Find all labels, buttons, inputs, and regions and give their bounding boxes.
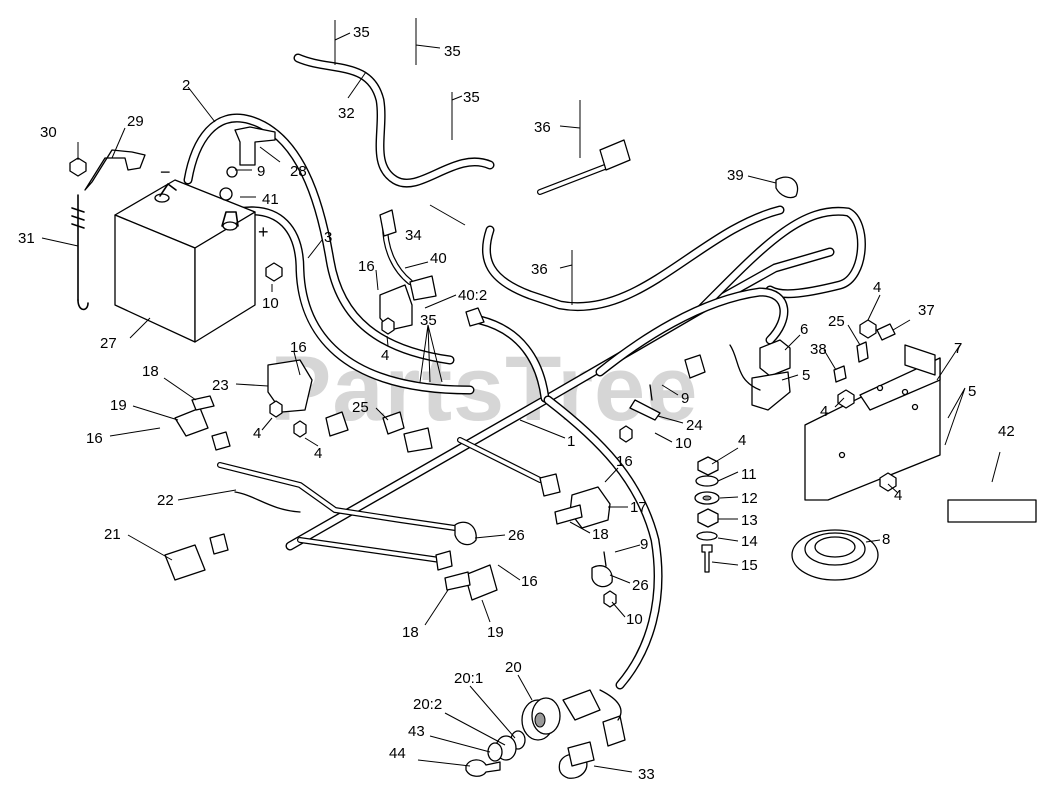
callout-label: 30 xyxy=(40,124,57,141)
callout-label: 32 xyxy=(338,105,355,122)
callout-label: 35 xyxy=(353,24,370,41)
callout-label: 37 xyxy=(918,302,935,319)
switch-parts xyxy=(164,126,706,608)
callout-label: 2 xyxy=(182,77,190,94)
callout-label: 22 xyxy=(157,492,174,509)
callout-label: 4 xyxy=(894,487,902,504)
callout-labels: 35 35 35 32 2 36 30 29 28 9 39 41 34 31 … xyxy=(18,24,1015,783)
callout-label: 9 xyxy=(257,163,265,180)
callout-label: 40:2 xyxy=(458,287,487,304)
callout-label: 24 xyxy=(686,417,703,434)
callout-label: 43 xyxy=(408,723,425,740)
callout-label: 33 xyxy=(638,766,655,783)
callout-label: 10 xyxy=(675,435,692,452)
callout-label: 10 xyxy=(626,611,643,628)
callout-label: 38 xyxy=(810,341,827,358)
callout-label: 41 xyxy=(262,191,279,208)
callout-label: 4 xyxy=(381,347,389,364)
callout-label: 16 xyxy=(521,573,538,590)
callout-label: 26 xyxy=(508,527,525,544)
callout-label: 7 xyxy=(954,340,962,357)
upper-harness xyxy=(293,53,785,312)
callout-label: 4 xyxy=(873,279,881,296)
callout-label: 36 xyxy=(531,261,548,278)
callout-label: 9 xyxy=(640,536,648,553)
callout-label: 18 xyxy=(592,526,609,543)
callout-label: 25 xyxy=(352,399,369,416)
callout-label: 4 xyxy=(738,432,746,449)
callout-label: 9 xyxy=(681,390,689,407)
callout-label: 19 xyxy=(487,624,504,641)
callout-label: 5 xyxy=(968,383,976,400)
hardware-stack xyxy=(694,456,720,573)
callout-label: 21 xyxy=(104,526,121,543)
callout-label: 35 xyxy=(463,89,480,106)
callout-label: 28 xyxy=(290,163,307,180)
callout-label: 26 xyxy=(632,577,649,594)
callout-label: 3 xyxy=(324,229,332,246)
callout-label: 17 xyxy=(630,499,647,516)
callout-label: 13 xyxy=(741,512,758,529)
callout-label: 11 xyxy=(741,466,757,483)
callout-label: 36 xyxy=(534,119,551,136)
battery-cables xyxy=(183,113,475,395)
callout-label: 40 xyxy=(430,250,447,267)
callout-label: 16 xyxy=(358,258,375,275)
callout-label: 20:1 xyxy=(454,670,483,687)
callout-label: 1 xyxy=(567,433,575,450)
callout-label: 27 xyxy=(100,335,117,352)
callout-label: 19 xyxy=(110,397,127,414)
callout-label: 35 xyxy=(444,43,461,60)
callout-label: 8 xyxy=(882,531,890,548)
callout-label: 4 xyxy=(253,425,261,442)
negative-terminal-symbol: − xyxy=(160,162,171,182)
callout-label: 31 xyxy=(18,230,35,247)
callout-label: 35 xyxy=(420,312,437,329)
decal xyxy=(947,499,1037,523)
battery xyxy=(114,179,256,343)
callout-label: 16 xyxy=(290,339,307,356)
relay xyxy=(729,339,791,411)
cap-connector xyxy=(775,176,799,199)
callout-label: 29 xyxy=(127,113,144,130)
callout-label: 20 xyxy=(505,659,522,676)
grommet xyxy=(791,529,879,581)
callout-label: 44 xyxy=(389,745,406,762)
callout-label: 18 xyxy=(142,363,159,380)
callout-label: 4 xyxy=(314,445,322,462)
callout-label: 34 xyxy=(405,227,422,244)
callout-label: 20:2 xyxy=(413,696,442,713)
leader-lines xyxy=(41,18,1001,773)
callout-label: 18 xyxy=(402,624,419,641)
callout-label: 5 xyxy=(802,367,810,384)
callout-label: 39 xyxy=(727,167,744,184)
callout-label: 15 xyxy=(741,557,758,574)
callout-label: 4 xyxy=(820,403,828,420)
callout-label: 25 xyxy=(828,313,845,330)
positive-terminal-symbol: + xyxy=(258,222,269,242)
callout-label: 12 xyxy=(741,490,758,507)
main-harness xyxy=(217,206,866,690)
fuse-hardware xyxy=(833,319,897,492)
battery-bracket xyxy=(69,149,146,311)
callout-label: 23 xyxy=(212,377,229,394)
callout-label: 16 xyxy=(86,430,103,447)
callout-label: 16 xyxy=(616,453,633,470)
ignition-switch-parts xyxy=(465,689,626,779)
callout-label: 14 xyxy=(741,533,758,550)
callout-label: 10 xyxy=(262,295,279,312)
callout-label: 42 xyxy=(998,423,1015,440)
callout-label: 6 xyxy=(800,321,808,338)
mounting-bracket xyxy=(804,344,941,501)
